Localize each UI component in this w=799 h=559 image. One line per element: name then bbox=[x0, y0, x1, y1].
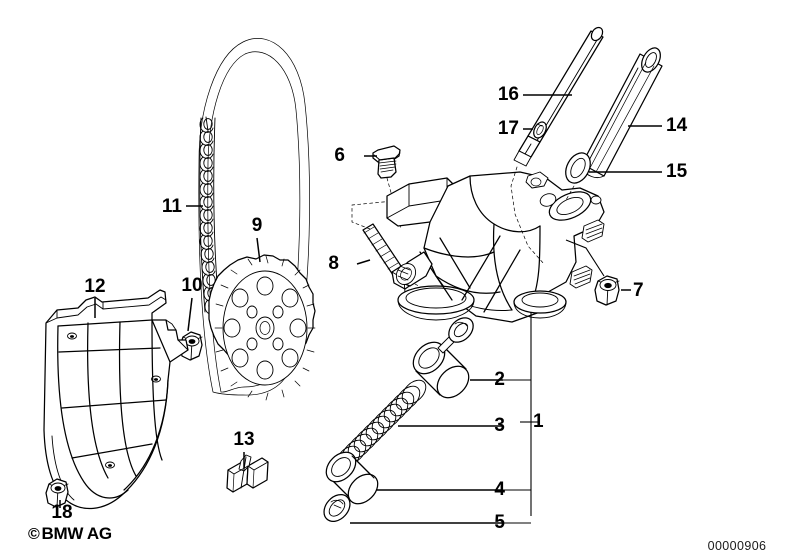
o-ring-15-group bbox=[565, 152, 591, 201]
delivery-pipe-group bbox=[510, 26, 604, 265]
callout-13-chain-tensioner-pin[interactable]: 13 bbox=[233, 429, 255, 450]
callout-8-hex-bolt[interactable]: 8 bbox=[328, 253, 339, 274]
callout-3-valve-spring[interactable]: 3 bbox=[494, 415, 505, 436]
callout-16-delivery-pipe[interactable]: 16 bbox=[497, 84, 519, 105]
copyright-notice: ©BMW AG bbox=[28, 524, 112, 544]
chain-sprocket-group bbox=[208, 254, 316, 401]
o-ring-17-group bbox=[533, 121, 547, 139]
chain-guard-group bbox=[43, 289, 189, 510]
tensioner-pin-group bbox=[226, 454, 269, 493]
callout-1-pressure-relief-valve-assembly[interactable]: 1 bbox=[533, 411, 544, 432]
callout-9-chain-sprocket[interactable]: 9 bbox=[251, 215, 263, 236]
pump-stud-lower bbox=[569, 265, 593, 289]
nut-18-group bbox=[45, 478, 69, 508]
callout-15-o-ring-large[interactable]: 15 bbox=[666, 161, 688, 182]
drawing-number: 00000906 bbox=[707, 539, 767, 553]
callout-7-hex-nut[interactable]: 7 bbox=[633, 280, 644, 301]
leader-lines bbox=[59, 94, 662, 524]
callout-14-intake-pipe[interactable]: 14 bbox=[666, 115, 688, 136]
valve-piston-group bbox=[412, 317, 474, 399]
copyright-symbol: © bbox=[28, 526, 40, 543]
screw-plug-group bbox=[372, 145, 402, 230]
oil-pump-body-group bbox=[386, 171, 605, 323]
callout-4-spring-sleeve[interactable]: 4 bbox=[494, 479, 505, 500]
copyright-owner: BMW AG bbox=[41, 524, 113, 543]
callout-11-drive-chain[interactable]: 11 bbox=[161, 196, 182, 217]
hex-nut-7-group bbox=[565, 239, 620, 306]
pump-shaft-boss bbox=[395, 251, 433, 287]
self-locking-nut-group bbox=[179, 331, 203, 361]
pump-stud-upper bbox=[581, 219, 605, 243]
callout-17-o-ring-small[interactable]: 17 bbox=[497, 118, 519, 139]
callout-6-screw-plug[interactable]: 6 bbox=[334, 145, 345, 166]
callout-2-valve-piston[interactable]: 2 bbox=[494, 369, 505, 390]
callout-10-self-locking-nut[interactable]: 10 bbox=[181, 275, 203, 296]
sealing-ring-group bbox=[323, 494, 351, 522]
callout-18-nut[interactable]: 18 bbox=[51, 502, 73, 523]
intake-pipe-group bbox=[581, 47, 663, 179]
callout-12-chain-guard[interactable]: 12 bbox=[84, 276, 106, 297]
spring-sleeve-group bbox=[325, 451, 379, 505]
callout-5-sealing-ring[interactable]: 5 bbox=[494, 512, 505, 533]
